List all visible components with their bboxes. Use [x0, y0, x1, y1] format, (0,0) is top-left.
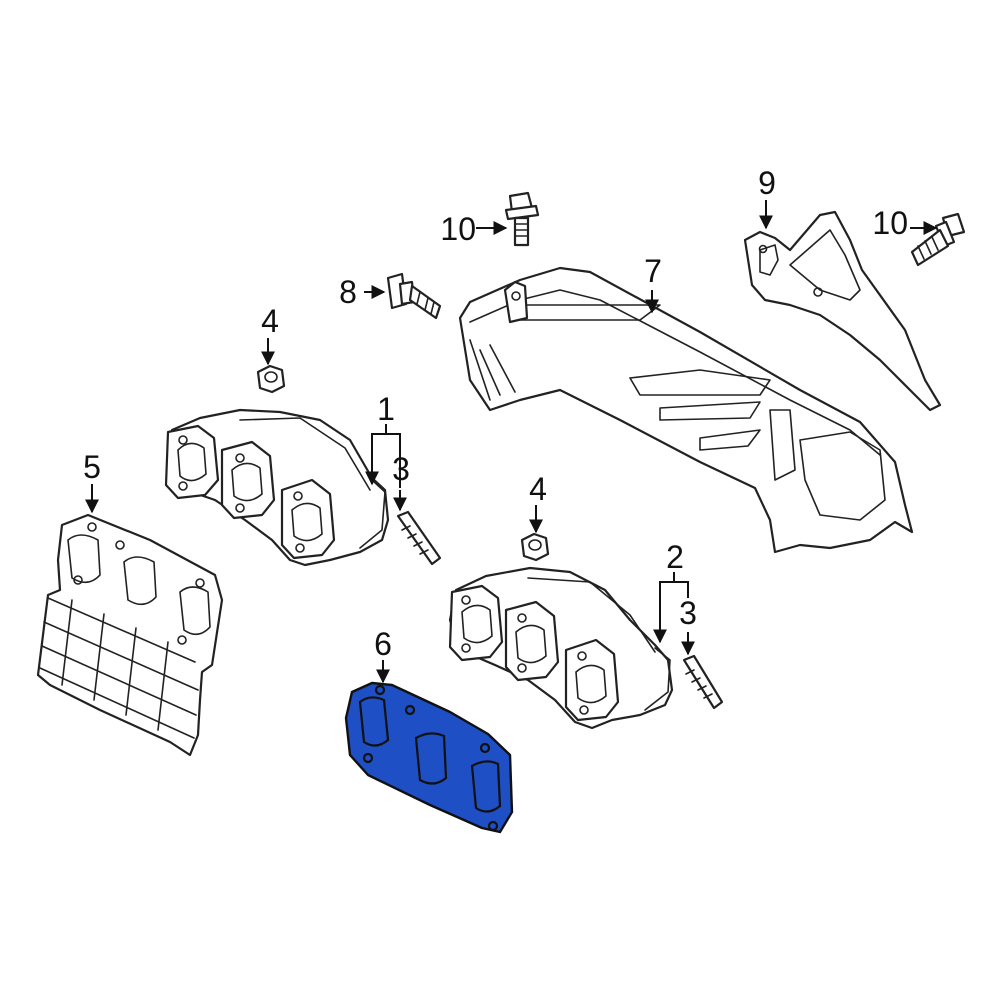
callout-3b: 3 — [679, 595, 697, 631]
exhaust-manifold-part-1[interactable] — [164, 408, 390, 567]
callout-3a: 3 — [392, 451, 410, 487]
nut-part-4-right[interactable] — [520, 532, 550, 562]
callout-1: 1 — [377, 391, 395, 427]
bolt-part-10-top[interactable] — [504, 191, 540, 247]
heat-shield-part-7[interactable] — [458, 266, 914, 554]
callout-4a: 4 — [261, 303, 279, 339]
bolt-part-10-right[interactable] — [910, 212, 966, 267]
stud-part-3-left[interactable] — [396, 510, 442, 566]
nut-part-4-left[interactable] — [256, 364, 286, 394]
exhaust-manifold-part-2[interactable] — [448, 566, 674, 730]
callout-8: 8 — [339, 274, 357, 310]
callout-4b: 4 — [529, 471, 547, 507]
callout-7: 7 — [644, 253, 662, 289]
bracket-part-9[interactable] — [743, 210, 942, 412]
callout-9: 9 — [758, 165, 776, 201]
callout-5: 5 — [83, 449, 101, 485]
gasket-part-6[interactable] — [344, 681, 514, 834]
gasket-shield-part-5[interactable] — [36, 513, 224, 757]
callout-10b: 10 — [872, 205, 908, 241]
callout-leaders — [85, 200, 938, 684]
stud-part-3-right[interactable] — [682, 654, 724, 710]
callout-labels: 1 2 3 3 4 4 5 6 7 8 9 10 10 — [83, 165, 908, 662]
callout-6: 6 — [374, 626, 392, 662]
callout-10a: 10 — [440, 211, 476, 247]
bolt-part-8[interactable] — [386, 272, 442, 320]
callout-2: 2 — [666, 539, 684, 575]
